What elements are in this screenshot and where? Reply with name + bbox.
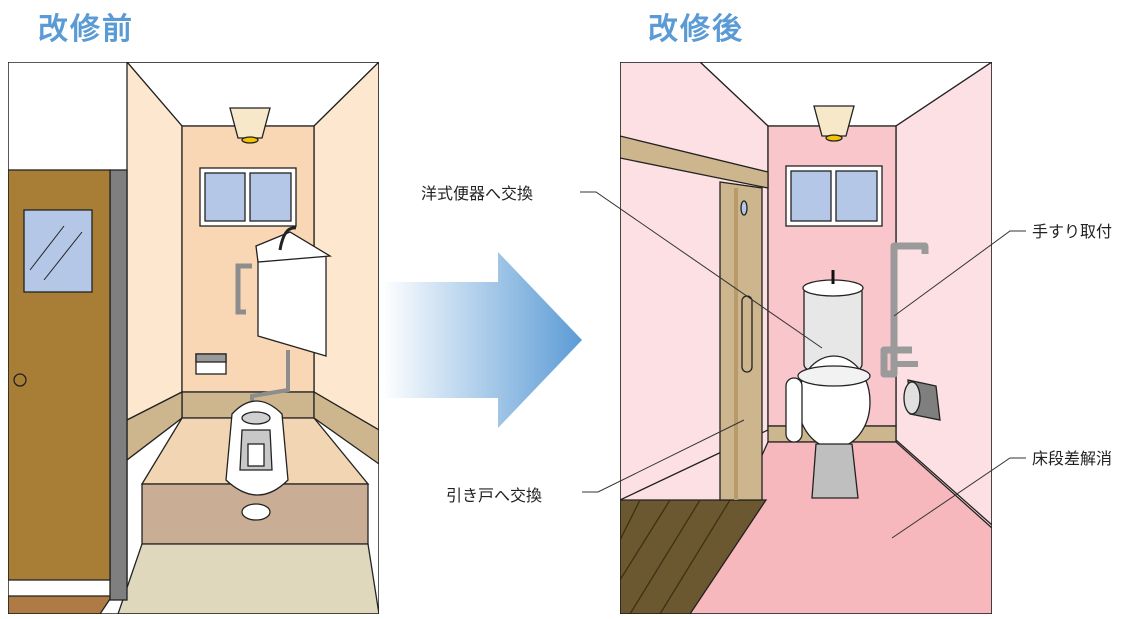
leader-lines: [580, 191, 1026, 539]
callout-handrail: 手すり取付: [1032, 222, 1113, 241]
after-panel: [620, 62, 992, 614]
before-title: 改修前: [38, 12, 134, 47]
callout-toilet-replacement: 洋式便器へ交換: [421, 184, 534, 203]
after-title: 改修後: [648, 12, 744, 47]
callout-floor-leveling: 床段差解消: [1032, 449, 1113, 468]
callout-sliding-door: 引き戸へ交換: [446, 486, 543, 505]
before-panel: [8, 62, 379, 614]
transition-arrow: [382, 252, 582, 428]
